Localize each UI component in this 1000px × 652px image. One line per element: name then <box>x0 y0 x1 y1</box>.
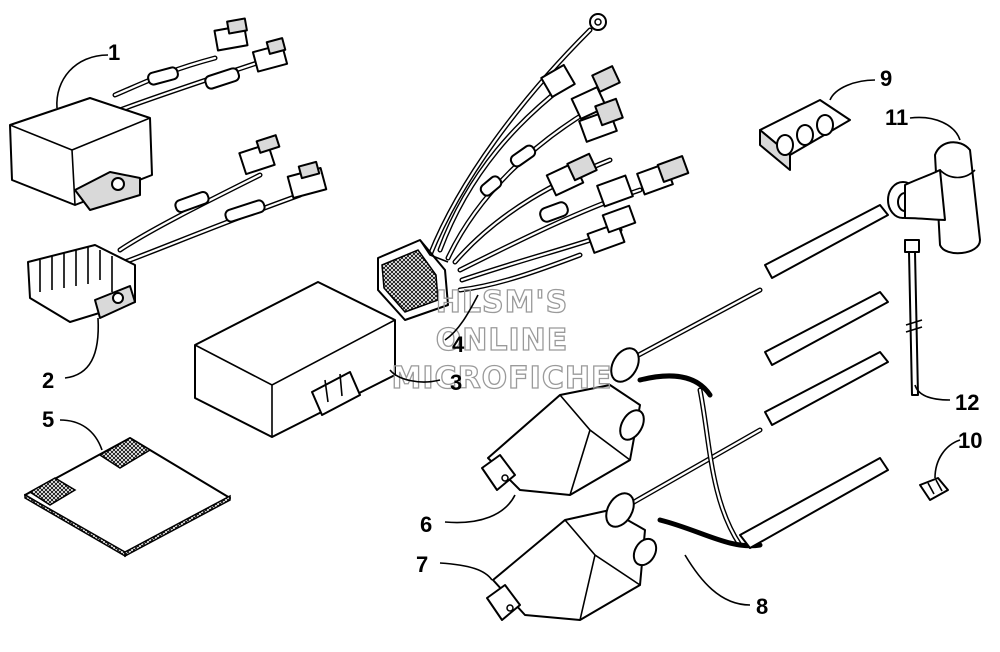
leader-11 <box>909 116 961 141</box>
callout-numbers: 1 2 3 4 5 6 7 8 9 10 11 12 <box>42 40 982 619</box>
watermark-line-3: MICROFICHE <box>392 361 613 396</box>
part-1-module <box>9 17 289 211</box>
leader-2 <box>64 317 100 379</box>
part-12-cable-tie <box>904 239 923 396</box>
part-7-ignition-coil <box>486 427 763 621</box>
part-9-wire-clip <box>759 99 851 171</box>
leader-12 <box>914 384 951 401</box>
leader-4 <box>444 294 479 341</box>
callout-11: 11 <box>885 105 908 130</box>
leader-8 <box>684 554 751 606</box>
part-2-rectifier <box>27 134 328 323</box>
leader-6 <box>444 494 516 524</box>
leader-5 <box>59 419 103 451</box>
leader-3 <box>389 369 441 383</box>
callout-2: 2 <box>42 368 54 393</box>
part-4-wiring-harness <box>377 13 690 321</box>
part-5-foam-pad <box>24 437 231 558</box>
part-11-spark-plug-cap <box>887 141 981 255</box>
callout-12: 12 <box>955 390 979 415</box>
callout-3: 3 <box>450 370 462 395</box>
callout-6: 6 <box>420 512 432 537</box>
callout-4: 4 <box>452 332 465 357</box>
leader-1 <box>56 54 109 109</box>
callout-1: 1 <box>108 40 120 65</box>
leader-10 <box>934 439 961 479</box>
part-6-ignition-coil <box>481 287 763 496</box>
callout-9: 9 <box>880 66 892 91</box>
leader-9 <box>829 79 876 101</box>
watermark-line-1: HLSM'S <box>436 285 568 320</box>
callout-10: 10 <box>958 428 982 453</box>
leader-7 <box>439 562 493 581</box>
leader-lines <box>56 54 961 606</box>
callout-5: 5 <box>42 407 54 432</box>
part-8-high-tension-leads <box>657 204 889 549</box>
part-3-control-box <box>194 281 396 438</box>
part-10-small-clip <box>919 477 949 501</box>
callout-8: 8 <box>756 594 768 619</box>
callout-7: 7 <box>416 552 428 577</box>
